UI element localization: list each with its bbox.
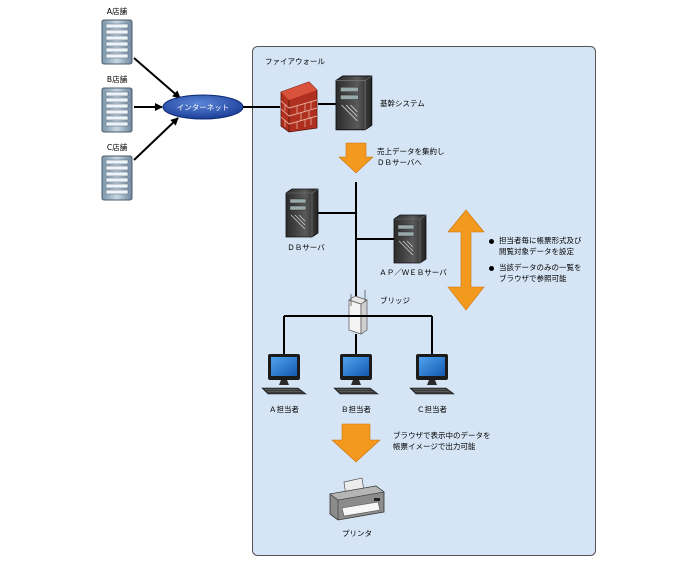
note-item-1: 担当者毎に帳票形式及び閲覧対象データを設定 — [488, 236, 582, 257]
store-server-c — [101, 155, 133, 201]
core-system-label: 基幹システム — [380, 98, 425, 108]
note-2-line1: 当該データのみの一覧を — [499, 263, 582, 272]
printer-label: プリンタ — [342, 529, 372, 538]
ap-web-server-label: ＡＰ／ＷＥＢサーバ — [379, 268, 447, 277]
step2-line1: ブラウザで表示中のデータを — [393, 430, 491, 440]
ap-web-server-icon — [393, 214, 427, 264]
note-1-line1: 担当者毎に帳票形式及び — [499, 236, 582, 245]
aggregate-arrow — [338, 142, 374, 174]
client-c-label: Ｃ担当者 — [417, 404, 447, 414]
db-server-icon — [285, 188, 319, 238]
internet-label: インターネット — [177, 103, 230, 112]
double-arrow — [447, 209, 485, 311]
print-arrow — [331, 423, 381, 463]
arrow-store-a-to-internet — [133, 57, 181, 99]
firewall-region-title: ファイアウォール — [265, 57, 325, 66]
store-a-label: A店舗 — [106, 7, 128, 16]
client-b-label: Ｂ担当者 — [341, 404, 371, 414]
step1-line2: ＤＢサーバへ — [377, 158, 422, 167]
step2-line2: 帳票イメージで出力可能 — [393, 441, 476, 451]
brick-firewall-icon — [280, 81, 318, 133]
bridge-label: ブリッジ — [380, 295, 410, 305]
client-a-label: Ａ担当者 — [269, 404, 299, 414]
printer-icon — [329, 477, 385, 521]
note-2-line2: ブラウザで参照可能 — [499, 273, 567, 283]
db-server-label: ＤＢサーバ — [287, 243, 325, 252]
core-system-server-icon — [335, 75, 373, 131]
firewall-region-panel — [252, 46, 596, 556]
store-b-label: B店舗 — [106, 75, 128, 84]
notes-list: 担当者毎に帳票形式及び閲覧対象データを設定 当該データのみの一覧をブラウザで参照… — [488, 236, 582, 284]
store-server-b — [101, 87, 133, 133]
arrow-store-c-to-internet — [133, 117, 179, 161]
note-1-line2: 閲覧対象データを設定 — [499, 246, 574, 256]
store-c-label: C店舗 — [106, 143, 128, 152]
note-item-2: 当該データのみの一覧をブラウザで参照可能 — [488, 263, 582, 284]
step1-line1: 売上データを集約し — [377, 146, 445, 156]
store-server-a — [101, 19, 133, 65]
